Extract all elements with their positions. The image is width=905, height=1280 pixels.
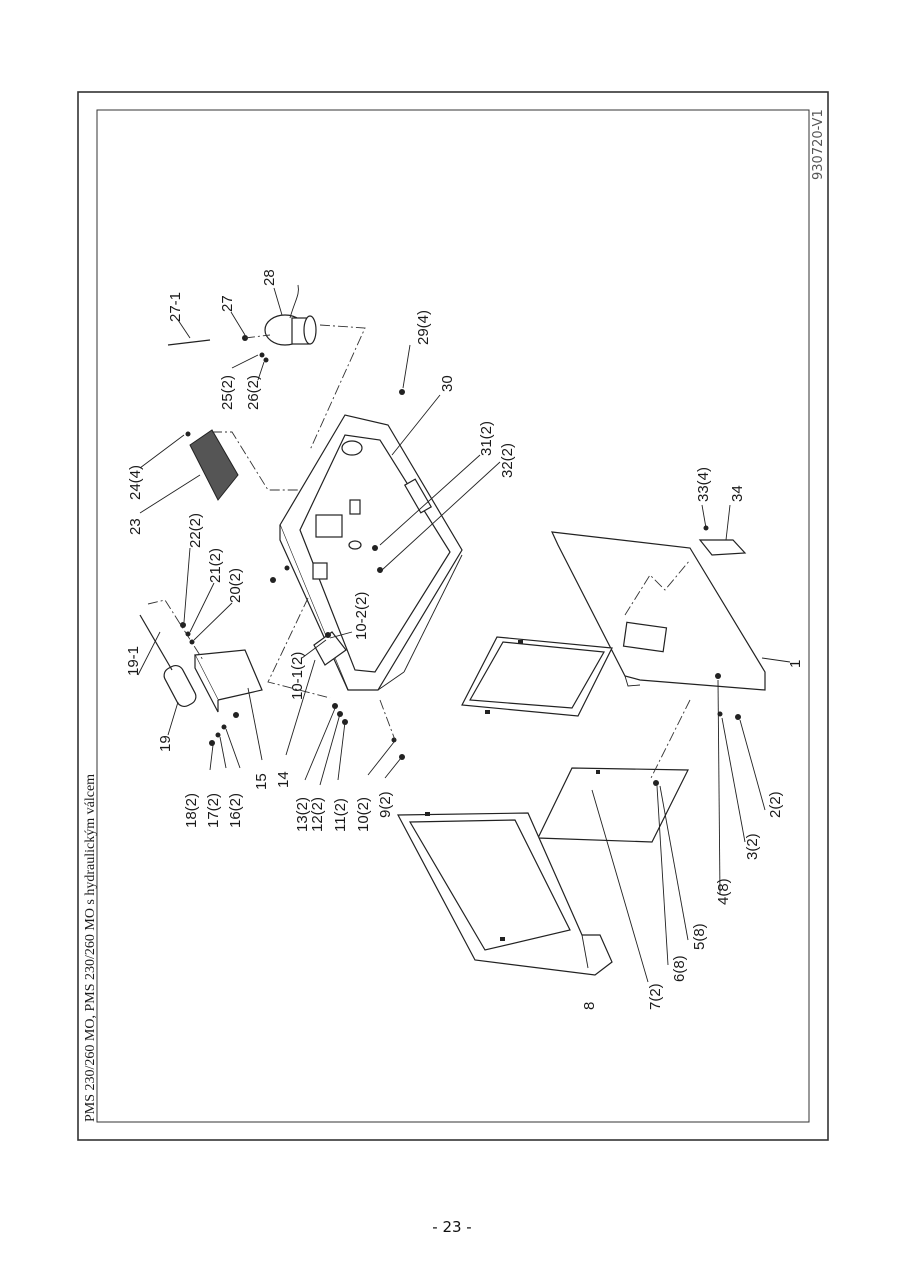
label-18: 18(2)	[183, 793, 200, 828]
part-28-motor	[167, 284, 366, 451]
label-11: 11(2)	[332, 798, 349, 832]
part-7-panel-upper	[461, 636, 613, 717]
label-31: 31(2)	[478, 421, 495, 456]
label-16: 16(2)	[227, 793, 244, 828]
label-10-1: 10-1(2)	[289, 652, 306, 700]
label-30: 30	[439, 375, 456, 392]
label-25: 25(2)	[219, 375, 236, 410]
label-10-2: 10-2(2)	[353, 592, 370, 640]
diagram-title: PMS 230/260 MO, PMS 230/260 MO s hydraul…	[83, 774, 98, 1122]
label-17: 17(2)	[205, 793, 222, 828]
label-34: 34	[729, 485, 746, 502]
label-27: 27	[219, 295, 236, 312]
part-1-side-panel	[551, 531, 766, 691]
label-15: 15	[253, 773, 270, 790]
label-20: 20(2)	[227, 568, 244, 603]
label-27-1: 27-1	[167, 292, 184, 322]
label-1: 1	[787, 660, 804, 668]
outer-frame	[77, 91, 829, 1141]
label-14: 14	[275, 771, 292, 788]
label-4: 4(8)	[715, 878, 732, 905]
label-2: 2(2)	[767, 791, 784, 818]
part-30-top-tray	[279, 414, 463, 691]
label-7: 7(2)	[647, 983, 664, 1010]
part-7-panel-lower	[537, 767, 689, 843]
label-9: 9(2)	[377, 791, 394, 818]
label-8: 8	[581, 1002, 598, 1010]
page-number: - 23 -	[432, 1218, 471, 1236]
part-14-bracket	[313, 631, 347, 666]
label-33: 33(4)	[695, 467, 712, 502]
label-13: 13(2)	[294, 797, 311, 832]
inner-frame	[96, 109, 810, 1123]
part-34-cover-plate	[698, 525, 747, 556]
label-21: 21(2)	[207, 548, 224, 583]
part-23-mesh-filter	[185, 429, 300, 501]
drawing-code: 930720-V1	[811, 109, 826, 180]
label-12: 12(2)	[309, 797, 326, 832]
label-6: 6(8)	[671, 955, 688, 982]
part-labels: 27-1 27 28 25(2) 26(2) 29(4) 30 31(2) 32…	[125, 269, 804, 1010]
label-22: 22(2)	[187, 513, 204, 548]
label-26: 26(2)	[245, 375, 262, 410]
label-28: 28	[261, 269, 278, 286]
label-5: 5(8)	[691, 923, 708, 950]
label-10: 10(2)	[355, 797, 372, 832]
label-3: 3(2)	[744, 833, 761, 860]
fasteners	[180, 352, 741, 786]
label-24: 24(4)	[127, 465, 144, 500]
part-8-leg-frame	[397, 812, 613, 976]
label-19-1: 19-1	[125, 646, 142, 676]
label-29: 29(4)	[415, 310, 432, 345]
label-32: 32(2)	[499, 443, 516, 478]
part-15-bracket	[194, 649, 263, 713]
leader-lines	[137, 287, 791, 983]
label-19: 19	[157, 735, 174, 752]
label-23: 23	[127, 518, 144, 535]
part-19-cylinder	[139, 599, 204, 708]
